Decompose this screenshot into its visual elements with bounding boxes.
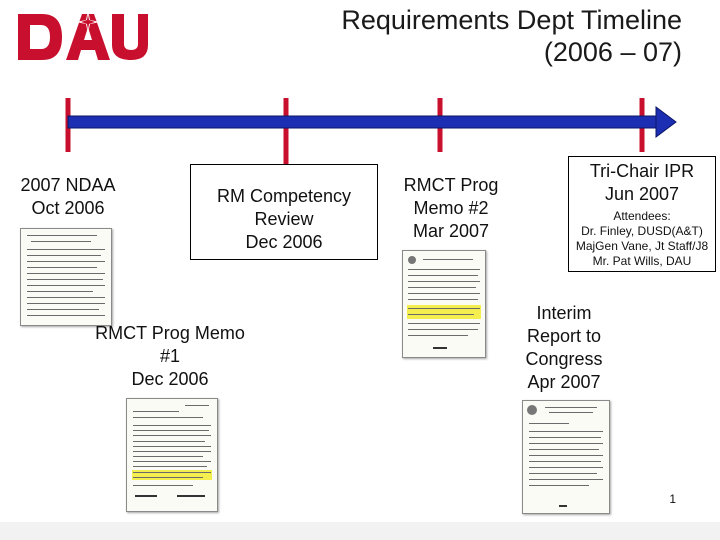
event-memo-2-title: RMCT Prog [403, 175, 499, 195]
timeline-arrow [65, 98, 677, 164]
event-memo-1: RMCT Prog Memo #1 Dec 2006 [80, 322, 260, 391]
event-tri-chair: Tri-Chair IPR Jun 2007 Attendees: Dr. Fi… [568, 156, 716, 272]
interim-report-document-image [522, 400, 610, 514]
slide-number: 1 [669, 492, 676, 506]
event-memo-2-date: Mar 2007 [412, 221, 490, 241]
title-line-1: Requirements Dept Timeline [341, 5, 682, 35]
footer-band [0, 522, 720, 540]
event-interim-report: Interim Report to Congress Apr 2007 [506, 302, 622, 394]
event-interim-line-1: Interim [536, 303, 592, 323]
event-memo-1-number: #1 [159, 346, 181, 366]
event-rm-review-title: RM Competency [216, 186, 352, 206]
event-memo-2: RMCT Prog Memo #2 Mar 2007 [388, 174, 514, 243]
ndaa-document-image [20, 228, 112, 326]
event-ndaa-title: 2007 NDAA [20, 175, 116, 195]
event-memo-1-title: RMCT Prog Memo [95, 323, 245, 343]
event-memo-1-date: Dec 2006 [131, 369, 209, 389]
memo-1-document-image [126, 398, 218, 512]
title-line-2: (2006 – 07) [543, 37, 682, 67]
event-interim-date: Apr 2007 [527, 372, 601, 392]
event-memo-2-number: Memo #2 [413, 198, 489, 218]
dau-logo [18, 10, 148, 60]
attendee-1: Dr. Finley, DUSD(A&T) [581, 224, 703, 238]
event-tri-chair-date: Jun 2007 [604, 184, 680, 204]
event-rm-review-date: Dec 2006 [245, 232, 323, 252]
event-ndaa-date: Oct 2006 [31, 198, 105, 218]
event-tri-chair-title: Tri-Chair IPR [589, 161, 695, 181]
attendee-2: MajGen Vane, Jt Staff/J8 [575, 239, 709, 253]
event-interim-line-3: Congress [525, 349, 603, 369]
slide-title: Requirements Dept Timeline (2006 – 07) [262, 4, 682, 68]
attendee-3: Mr. Pat Wills, DAU [592, 254, 692, 268]
event-rm-review-subtitle: Review [254, 209, 314, 229]
attendees-label: Attendees: [613, 209, 671, 223]
memo-2-document-image [402, 250, 486, 358]
event-rm-review: RM Competency Review Dec 2006 [190, 164, 378, 260]
event-ndaa: 2007 NDAA Oct 2006 [8, 174, 128, 220]
event-interim-line-2: Report to [526, 326, 602, 346]
